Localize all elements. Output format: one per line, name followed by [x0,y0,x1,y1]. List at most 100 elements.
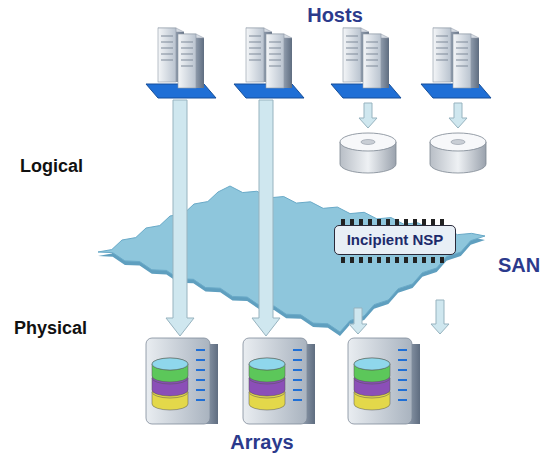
tower-slot [249,48,261,49]
tower-side [196,38,204,88]
tower-slot [456,66,468,67]
array-slot [293,399,302,401]
tower-slot [346,42,358,43]
array-disk-cap [152,358,188,370]
small-arrow [449,103,467,128]
host-server [146,28,216,98]
array-disk-cap [354,358,390,370]
chip-pin [413,257,417,263]
layer-label: Logical [20,156,83,177]
tower-side [471,38,479,88]
tower-side [381,38,389,88]
array-slot [398,399,407,401]
chip-pin [422,219,426,225]
chip-pin [359,257,363,263]
tower-face [246,28,264,82]
disk-hub [451,140,465,145]
group-label: Hosts [307,4,363,27]
chip-pin [341,219,345,225]
tower-slot [269,60,281,61]
network-label: SAN [498,254,540,277]
host-server [234,28,304,98]
tower-slot [366,60,378,61]
chip-pin [395,257,399,263]
layer-label: Physical [14,318,87,339]
tower-slot [436,60,448,61]
tower-slot [181,60,193,61]
tower-slot [436,54,448,55]
chip-pin [395,219,399,225]
chip-pin [386,219,390,225]
tower-slot [181,54,193,55]
array-slot [293,349,302,351]
chip-pin [377,257,381,263]
san-plane-surface [98,186,485,332]
array-slot [293,389,302,391]
san-plane-shape [90,180,550,342]
tower-slot [249,36,261,37]
array-slot [293,379,302,381]
tower-face [453,34,471,88]
tower-slot [366,66,378,67]
tower-slot [249,42,261,43]
array-slot [196,399,205,401]
tower-face [178,34,196,88]
array-slot [196,359,205,361]
tower-slot [181,66,193,67]
chip-pin [422,257,426,263]
chip-pin [404,257,408,263]
tower-slot [456,42,468,43]
chip-pin [386,257,390,263]
tower-slot [346,36,358,37]
tower-slot [436,42,448,43]
tower-slot [366,54,378,55]
tower-slot [269,66,281,67]
tower-face [266,34,284,88]
chip-pin [350,219,354,225]
array-slot [398,369,407,371]
tower-slot [249,54,261,55]
array-cabinet [146,338,210,424]
chip-pin [431,219,435,225]
chip-pin [413,219,417,225]
storage-array [348,338,420,424]
small-arrow [359,103,377,128]
tower-slot [456,48,468,49]
tower-slot [249,60,261,61]
disk-top [430,133,486,151]
chip-pin [341,257,345,263]
chip-pin [404,219,408,225]
tower-face [363,34,381,88]
tower-slot [436,48,448,49]
array-slot [398,359,407,361]
logical-disk [430,133,486,173]
storage-array [146,338,218,424]
tower-slot [346,54,358,55]
group-label: Arrays [230,431,293,454]
tower-slot [269,48,281,49]
tower-slot [161,48,173,49]
array-slot [293,359,302,361]
tower-slot [456,60,468,61]
tower-slot [346,48,358,49]
array-slot [196,389,205,391]
disk-hub [361,140,375,145]
logical-disk [340,133,396,173]
chip-pin [431,257,435,263]
array-slot [398,379,407,381]
disk-top [340,133,396,151]
tower-face [433,28,451,82]
chip-pin [377,219,381,225]
host-server [331,28,401,98]
array-slot [196,349,205,351]
chip-pin [368,257,372,263]
tower-side [284,38,292,88]
array-cabinet [348,338,412,424]
tower-slot [161,42,173,43]
array-disk-top [152,358,188,370]
appliance-label: Incipient NSP [347,231,444,248]
tower-slot [346,60,358,61]
tower-face [158,28,176,82]
appliance-box: Incipient NSP [334,225,457,255]
